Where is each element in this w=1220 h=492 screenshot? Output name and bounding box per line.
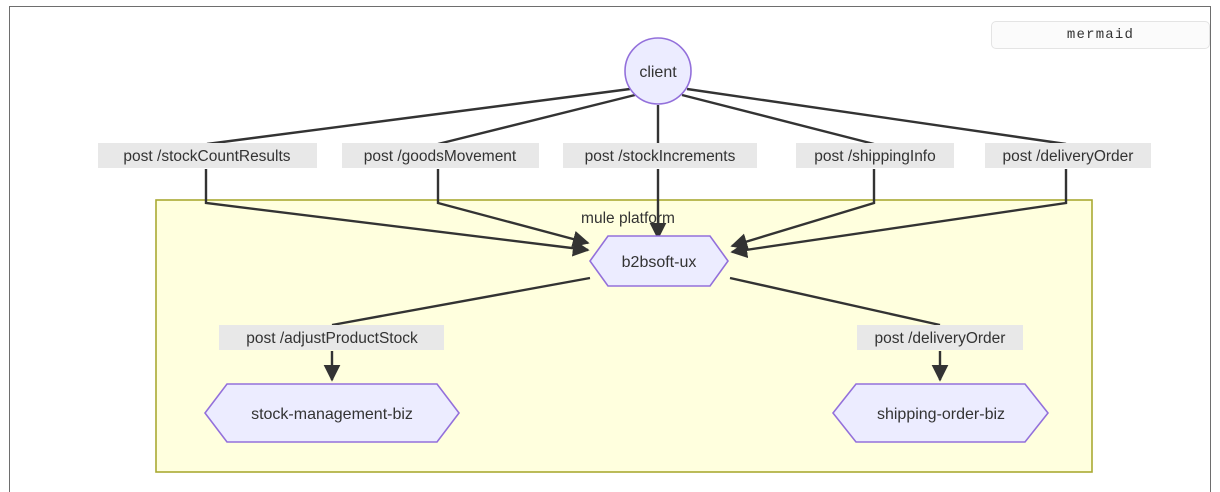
- edge-label-stockcountresults: post /stockCountResults: [98, 143, 317, 168]
- mermaid-badge-label: mermaid: [1066, 27, 1135, 43]
- node-b2bsoft-ux[interactable]: b2bsoft-ux: [589, 235, 729, 287]
- edge-label-shippinginfo: post /shippingInfo: [796, 143, 954, 168]
- node-stock-management-biz[interactable]: stock-management-biz: [203, 383, 461, 443]
- edge-label-adjustproductstock: post /adjustProductStock: [219, 325, 444, 350]
- edge-client-to-b2bsoft-deliveryorder: [686, 87, 1068, 252]
- edge-label-text: post /deliveryOrder: [1003, 148, 1134, 165]
- edge-label-deliveryorder-client: post /deliveryOrder: [985, 143, 1151, 168]
- diagram-frame: mermaid mule platform: [9, 6, 1211, 492]
- edge-label-text: post /shippingInfo: [814, 148, 936, 165]
- edge-client-to-b2bsoft-stockcountresults: [204, 87, 631, 250]
- node-client-label: client: [639, 64, 677, 81]
- node-shipping-order-biz[interactable]: shipping-order-biz: [831, 383, 1050, 443]
- node-shipping-order-biz-label: shipping-order-biz: [877, 406, 1005, 423]
- edge-client-to-b2bsoft-goodsmovement: [436, 93, 636, 243]
- edge-label-deliveryorder-biz: post /deliveryOrder: [857, 325, 1023, 350]
- node-client[interactable]: client: [624, 37, 692, 105]
- node-stock-management-biz-label: stock-management-biz: [251, 406, 413, 423]
- mermaid-diagram: mule platform post /stockCountResults: [98, 37, 1151, 473]
- cluster-label: mule platform: [581, 210, 675, 227]
- edge-label-goodsmovement: post /goodsMovement: [342, 143, 539, 168]
- edge-label-text: post /stockCountResults: [123, 148, 290, 165]
- edge-b2bsoft-to-stock-management-biz: [332, 276, 591, 380]
- mermaid-badge: mermaid: [991, 21, 1210, 49]
- node-b2bsoft-ux-label: b2bsoft-ux: [622, 254, 697, 271]
- edge-b2bsoft-to-shipping-order-biz: [729, 276, 940, 380]
- edge-label-text: post /deliveryOrder: [875, 330, 1006, 347]
- edge-label-text: post /goodsMovement: [364, 148, 517, 165]
- edge-label-text: post /adjustProductStock: [246, 330, 418, 347]
- edge-client-to-b2bsoft-shippinginfo: [681, 93, 876, 246]
- edge-label-stockincrements: post /stockIncrements: [563, 143, 757, 168]
- edge-label-text: post /stockIncrements: [585, 148, 736, 165]
